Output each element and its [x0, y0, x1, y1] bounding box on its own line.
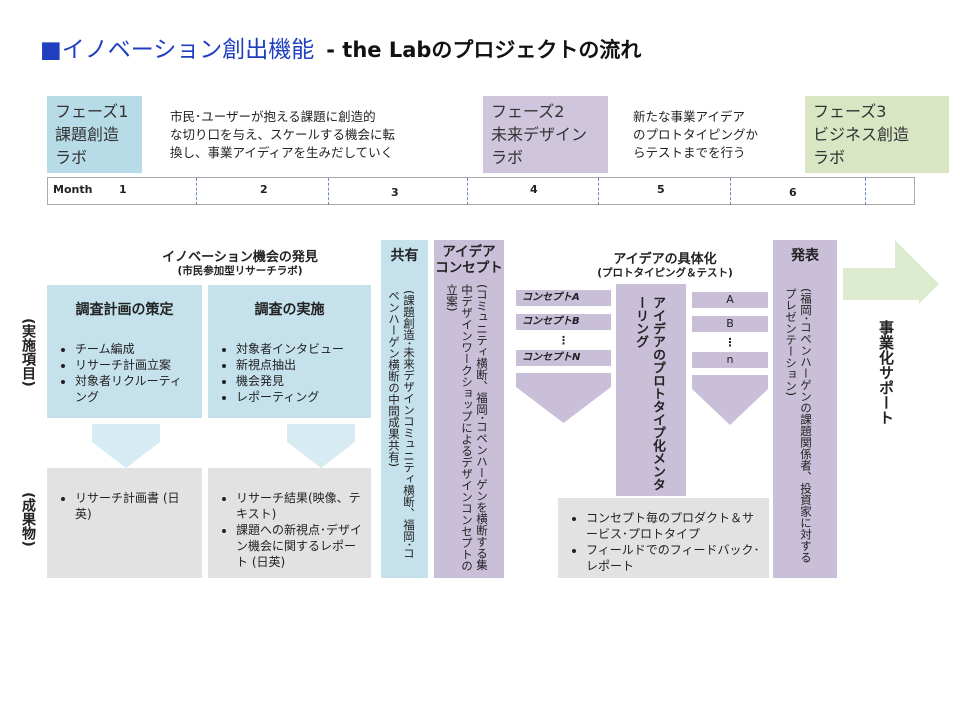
concept-chip-b: コンセプトB [516, 314, 611, 330]
phase-2-box: フェーズ2 未来デザイン ラボ [483, 96, 608, 173]
list-item: リサーチ計画書 (日英) [75, 490, 194, 522]
concept-title-line-2: コンセプト [435, 260, 503, 276]
month-divider [598, 178, 599, 205]
month-6: 6 [789, 186, 797, 199]
variant-chip-a: A [692, 292, 768, 308]
phase-2-line-2: ラボ [491, 148, 524, 167]
page-title: ■イノベーション創出機能 - the Labのプロジェクトの流れ [40, 30, 641, 64]
planning-box: 調査計画の策定 チーム編成 リサーチ計画立案 対象者リクルーティング [47, 285, 202, 418]
prototype-title: アイデアの具体化 [613, 252, 717, 267]
execution-output-box: リサーチ結果(映像、テキスト) 課題への新視点･デザイン機会に関するレポート (… [208, 468, 371, 578]
phase-2-desc-line: らテストまでを行う [633, 145, 746, 160]
prototype-outputs: コンセプト毎のプロダクト＆サービス･プロトタイプ フィールドでのフィードバック･… [560, 510, 763, 574]
execution-title: 調査の実施 [254, 302, 325, 318]
phase-2-line-1: 未来デザイン [491, 125, 588, 144]
phase-1-desc-line: 換し、事業アイディアを生みだしていく [170, 145, 394, 160]
list-item: リサーチ結果(映像、テキスト) [236, 490, 365, 522]
list-item: チーム編成 [75, 341, 192, 357]
variant-chip-b: B [692, 316, 768, 332]
execution-items: 対象者インタビュー 新視点抽出 機会発見 レポーティング [208, 341, 371, 405]
month-5: 5 [657, 183, 665, 196]
list-item: 機会発見 [236, 373, 365, 389]
row-label-deliverables: (成果物) [20, 492, 36, 547]
list-item: 対象者インタビュー [236, 341, 365, 357]
phase-2-description: 新たな事業アイデア のプロトタイピングか らテストまでを行う [633, 108, 783, 162]
execution-box: 調査の実施 対象者インタビュー 新視点抽出 機会発見 レポーティング [208, 285, 371, 418]
title-main: ■イノベーション創出機能 [40, 37, 315, 63]
presentation-text: (福岡･コペンハーゲンの課題関係者、投資家に対するプレゼンテーション) [784, 288, 813, 563]
mentoring-column: アイデアのプロトタイプ化メンターリング [616, 284, 686, 496]
discovery-title: イノベーション機会の発見 [162, 250, 318, 265]
phase-3-name: フェーズ3 [813, 102, 887, 121]
month-timeline [47, 177, 915, 205]
execution-outputs: リサーチ結果(映像、テキスト) 課題への新視点･デザイン機会に関するレポート (… [210, 490, 365, 570]
concept-ellipsis: ⋮ [558, 334, 569, 347]
discovery-subtitle: (市民参加型リサーチラボ) [177, 265, 303, 277]
list-item: フィールドでのフィードバック･レポート [586, 542, 763, 574]
phase-1-desc-line: な切り口を与え、スケールする機会に転 [170, 127, 396, 142]
list-item: 新視点抽出 [236, 357, 365, 373]
month-4: 4 [530, 183, 538, 196]
phase-1-desc-line: 市民･ユーザーが抱える課題に創造的 [170, 109, 376, 124]
concept-column: アイデア コンセプト (コミュニティ横断、福岡･コペンハーゲンを横断する集中デザ… [434, 240, 504, 578]
phase-1-description: 市民･ユーザーが抱える課題に創造的 な切り口を与え、スケールする機会に転 換し、… [170, 108, 435, 162]
presentation-title: 発表 [791, 248, 819, 264]
prototype-subtitle: (プロトタイピング＆テスト) [597, 267, 733, 279]
down-arrow-icon [287, 424, 355, 468]
share-column: 共有 (課題創造･未来デザインコミュニティ横断、福岡･コペンハーゲン横断の中間成… [381, 240, 428, 578]
mentoring-text: アイデアのプロトタイプ化メンターリング [633, 296, 665, 491]
down-arrow-icon [92, 424, 160, 468]
variant-chip-n: n [692, 352, 768, 368]
month-divider [328, 178, 329, 205]
phase-3-box: フェーズ3 ビジネス創造 ラボ [805, 96, 949, 173]
phase-1-line-2: ラボ [55, 148, 88, 167]
month-divider [467, 178, 468, 205]
list-item: コンセプト毎のプロダクト＆サービス･プロトタイプ [586, 510, 763, 542]
phase-1-line-1: 課題創造 [55, 125, 120, 144]
list-item: レポーティング [236, 389, 365, 405]
month-3: 3 [391, 186, 399, 199]
concept-chip-a: コンセプトA [516, 290, 611, 306]
phase-2-desc-line: 新たな事業アイデア [633, 109, 745, 124]
month-divider [865, 178, 866, 205]
phase-2-desc-line: のプロトタイピングか [633, 127, 759, 142]
month-label: Month [53, 183, 93, 196]
month-2: 2 [260, 183, 268, 196]
share-text: (課題創造･未来デザインコミュニティ横断、福岡･コペンハーゲン横断の中間成果共有… [387, 290, 416, 559]
phase-1-box: フェーズ1 課題創造 ラボ [47, 96, 142, 173]
phase-3-line-1: ビジネス創造 [813, 125, 910, 144]
concept-title-line-1: アイデア [442, 244, 496, 260]
concept-chip-n: コンセプトN [516, 350, 611, 366]
variant-ellipsis: ⋮ [724, 336, 736, 349]
title-sub: - the Labのプロジェクトの流れ [326, 38, 642, 62]
right-arrow-icon [843, 240, 939, 578]
phase-1-name: フェーズ1 [55, 102, 129, 121]
planning-outputs: リサーチ計画書 (日英) [49, 490, 194, 522]
planning-items: チーム編成 リサーチ計画立案 対象者リクルーティング [47, 341, 202, 405]
presentation-column: 発表 (福岡･コペンハーゲンの課題関係者、投資家に対するプレゼンテーション) [773, 240, 837, 578]
business-support-label: 事業化サポート [877, 320, 895, 425]
row-label-activities: (実施項目) [20, 318, 36, 387]
planning-output-box: リサーチ計画書 (日英) [47, 468, 202, 578]
list-item: 対象者リクルーティング [75, 373, 192, 405]
prototype-output-box: コンセプト毎のプロダクト＆サービス･プロトタイプ フィールドでのフィードバック･… [558, 498, 769, 578]
month-1: 1 [119, 183, 127, 196]
down-arrow-icon [516, 373, 611, 423]
list-item: リサーチ計画立案 [75, 357, 192, 373]
phase-2-name: フェーズ2 [491, 102, 565, 121]
planning-title: 調査計画の策定 [75, 302, 174, 318]
list-item: 課題への新視点･デザイン機会に関するレポート (日英) [236, 522, 365, 570]
concept-text: (コミュニティ横断、福岡･コペンハーゲンを横断する集中デザインワークショップによ… [445, 284, 489, 572]
down-arrow-icon [692, 375, 768, 425]
share-title: 共有 [390, 248, 419, 264]
phase-3-line-2: ラボ [813, 148, 846, 167]
month-divider [196, 178, 197, 205]
month-divider [730, 178, 731, 205]
